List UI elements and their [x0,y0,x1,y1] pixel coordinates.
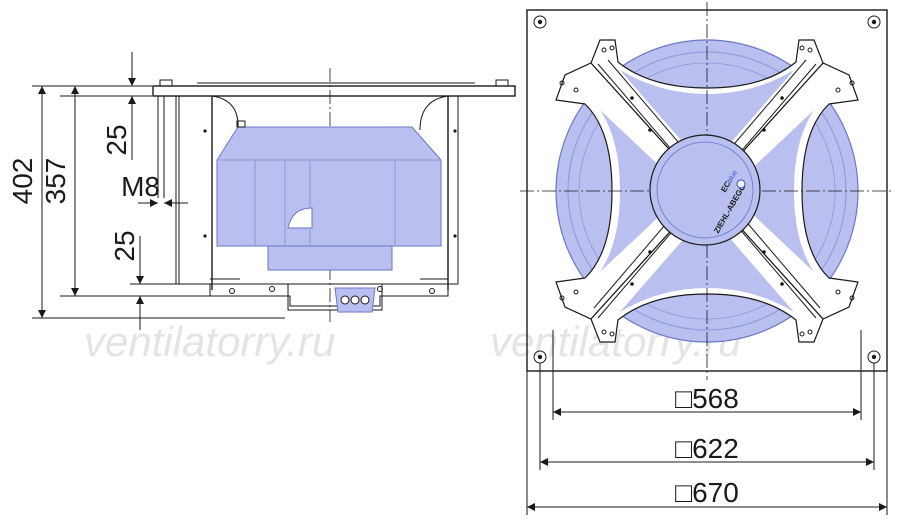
side-impeller [216,120,442,271]
dimension-m8-label: M8 [121,171,160,202]
dimension-357-label: 357 [40,158,71,205]
dimension-622-label: □622 [675,433,739,464]
dimension-402-label: 402 [7,158,38,205]
front-view: ZIEHL-ABEGG EC blue □568 □622 □670 [520,2,894,515]
side-bolt-left [157,96,165,198]
dimension-670-label: □670 [675,477,739,508]
front-motor-hub: ZIEHL-ABEGG EC blue [649,134,761,246]
front-extension-lines [526,330,888,515]
side-motor-base [209,278,449,313]
watermark-left: ventilatorry.ru [84,318,335,365]
dimension-25-bottom-label: 25 [109,230,140,261]
front-bracket-holes [559,45,855,337]
dimension-568-label: □568 [675,383,739,414]
front-corner-holes [533,15,881,364]
side-view: 402 357 25 M8 25 [7,52,516,330]
dimension-25-top-label: 25 [101,124,132,155]
motor-logo-icon [736,179,746,189]
side-top-plate [152,79,516,97]
